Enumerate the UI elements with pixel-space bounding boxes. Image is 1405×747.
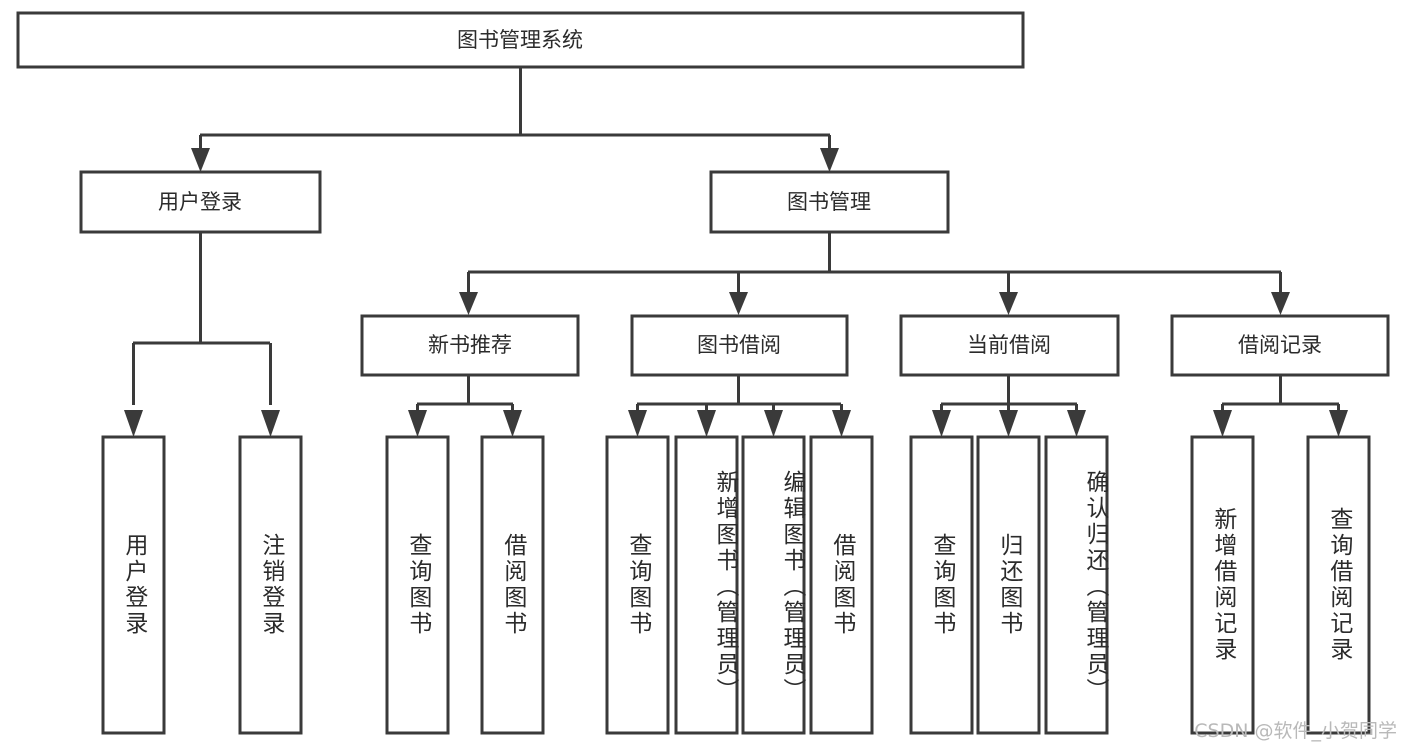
- arrow-current-borrow-c2: [999, 410, 1018, 437]
- node-book-management-label: 图书管理: [787, 190, 871, 214]
- arrow-to-current-borrow: [999, 292, 1018, 315]
- leaf-box-book-borrow-2[interactable]: [674, 435, 739, 735]
- node-root[interactable]: 图书管理系统: [16, 11, 1025, 69]
- node-user-login[interactable]: 用户登录: [79, 170, 322, 234]
- arrow-to-new-book: [459, 292, 478, 315]
- arrow-book-borrow-c1: [628, 410, 647, 437]
- node-root-box[interactable]: [16, 11, 1025, 69]
- node-book-borrow-box[interactable]: [630, 314, 849, 377]
- node-new-book-recommend-box[interactable]: [360, 314, 580, 377]
- arrow-to-book-borrow: [729, 292, 748, 315]
- leaf-box-new-book-2[interactable]: [480, 435, 545, 735]
- node-current-borrow-label: 当前借阅: [967, 333, 1051, 357]
- node-user-login-box[interactable]: [79, 170, 322, 234]
- arrow-user-login-c2: [261, 410, 280, 437]
- leaf-box-new-book-1[interactable]: [385, 435, 450, 735]
- arrow-borrow-record-c1: [1213, 410, 1232, 437]
- arrow-to-borrow-record: [1271, 292, 1290, 315]
- arrow-book-borrow-c2: [697, 410, 716, 437]
- node-root-label: 图书管理系统: [457, 28, 583, 52]
- arrow-user-login-c1: [124, 410, 143, 437]
- arrow-borrow-record-c2: [1329, 410, 1348, 437]
- arrow-book-borrow-c4: [832, 410, 851, 437]
- node-current-borrow-box[interactable]: [899, 314, 1120, 377]
- leaf-box-user-login-2[interactable]: [238, 435, 303, 735]
- connectors: [124, 67, 1348, 437]
- node-book-borrow-label: 图书借阅: [697, 333, 781, 357]
- leaf-box-borrow-record-1[interactable]: [1190, 435, 1255, 735]
- arrow-current-borrow-c3: [1067, 410, 1086, 437]
- node-book-management[interactable]: 图书管理: [709, 170, 950, 234]
- leaf-box-current-borrow-3[interactable]: [1044, 435, 1109, 735]
- node-user-login-label: 用户登录: [158, 190, 242, 214]
- node-new-book-recommend-label: 新书推荐: [428, 333, 512, 357]
- leaf-box-book-borrow-4[interactable]: [809, 435, 874, 735]
- arrow-root-to-user-login: [191, 148, 210, 172]
- arrow-new-book-c2: [503, 410, 522, 437]
- leaf-box-current-borrow-2[interactable]: [976, 435, 1041, 735]
- node-book-borrow[interactable]: 图书借阅: [630, 314, 849, 377]
- node-borrow-record[interactable]: 借阅记录: [1170, 314, 1390, 377]
- arrow-new-book-c1: [408, 410, 427, 437]
- watermark-text: CSDN @软件_小贺同学: [1194, 720, 1397, 742]
- leaf-box-borrow-record-2[interactable]: [1306, 435, 1371, 735]
- arrow-book-borrow-c3: [764, 410, 783, 437]
- leaf-box-book-borrow-3[interactable]: [741, 435, 806, 735]
- node-borrow-record-box[interactable]: [1170, 314, 1390, 377]
- leaf-box-user-login-1[interactable]: [101, 435, 166, 735]
- node-borrow-record-label: 借阅记录: [1238, 333, 1322, 357]
- arrow-current-borrow-c1: [932, 410, 951, 437]
- arrow-root-to-book-mgmt: [820, 148, 839, 172]
- node-book-management-box[interactable]: [709, 170, 950, 234]
- node-current-borrow[interactable]: 当前借阅: [899, 314, 1120, 377]
- leaf-box-current-borrow-1[interactable]: [909, 435, 974, 735]
- node-new-book-recommend[interactable]: 新书推荐: [360, 314, 580, 377]
- leaf-box-book-borrow-1[interactable]: [605, 435, 670, 735]
